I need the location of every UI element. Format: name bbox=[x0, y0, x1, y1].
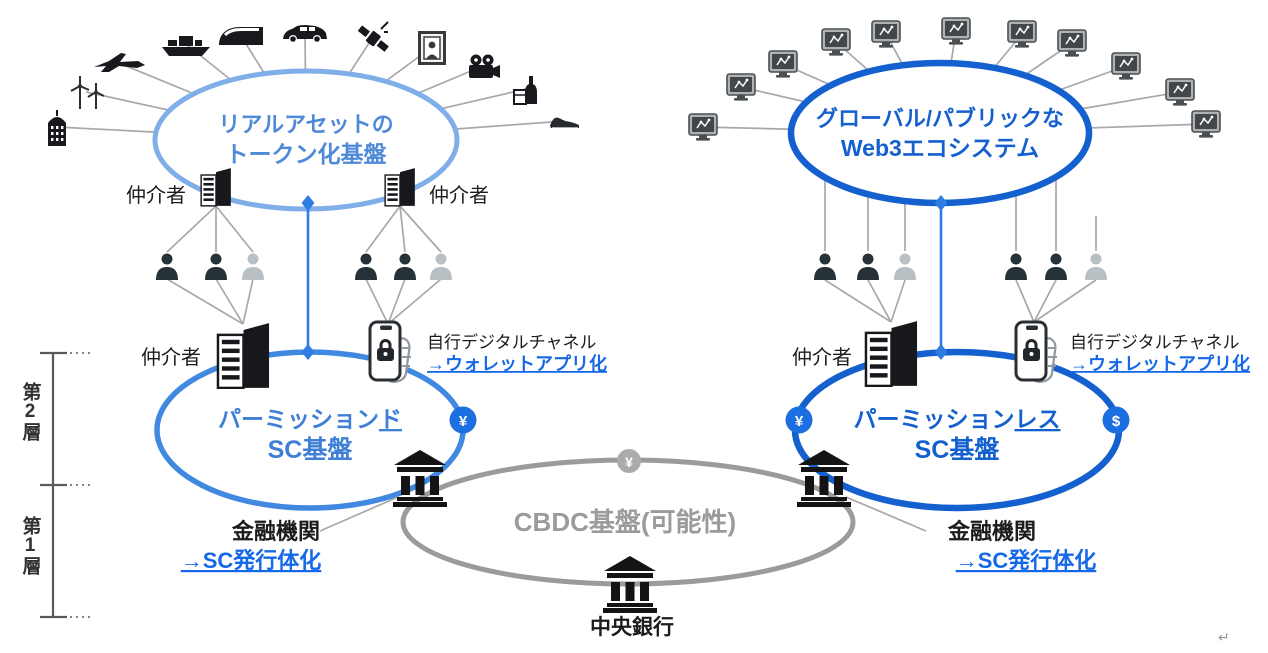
movie-camera-icon bbox=[469, 54, 500, 78]
permissionless-title-line1: パーミッションレス bbox=[854, 406, 1061, 432]
yen-glyph: ¥ bbox=[625, 454, 633, 470]
satellite-icon bbox=[355, 21, 391, 53]
user-icon bbox=[1085, 253, 1107, 280]
intermediary-label: 仲介者 bbox=[429, 184, 489, 207]
computer-icon bbox=[941, 17, 971, 45]
yen-badge bbox=[785, 406, 813, 434]
cbdc-title: CBDC基盤(可能性) bbox=[514, 507, 736, 537]
user-icon bbox=[394, 253, 416, 280]
computer-icon bbox=[688, 113, 718, 141]
city-building-icon bbox=[48, 110, 66, 146]
computer-icon bbox=[726, 73, 756, 101]
layer-bracket bbox=[40, 351, 92, 619]
intermediary-label: 仲介者 bbox=[126, 184, 186, 207]
user-icon bbox=[355, 253, 377, 280]
real-asset-title-line2: トークン化基盤 bbox=[226, 141, 388, 167]
permissionless-title-line2: SC基盤 bbox=[915, 436, 1001, 464]
financial-institution-lines bbox=[319, 496, 927, 532]
user-icon bbox=[1045, 253, 1067, 280]
smartphone-lock-icon bbox=[368, 320, 413, 384]
layer1-label: 第1層 bbox=[20, 515, 42, 576]
layer2-label: 第2層 bbox=[20, 381, 42, 442]
office-building-icon bbox=[216, 322, 271, 389]
user-icon bbox=[857, 253, 879, 280]
painting-icon bbox=[418, 31, 446, 65]
sneaker-icon bbox=[549, 117, 580, 129]
computer-icon bbox=[768, 50, 798, 78]
user-icon bbox=[430, 253, 452, 280]
tier-connectors bbox=[306, 203, 943, 351]
web3-title-line1: グローバル/パブリックな bbox=[816, 106, 1064, 131]
user-icon bbox=[156, 253, 178, 280]
yen-glyph: ¥ bbox=[459, 413, 468, 430]
intermediary-user-fan-lines bbox=[166, 205, 442, 325]
web3-user-lines bbox=[824, 178, 1097, 323]
digital-channel-label: 自行デジタルチャネル bbox=[1070, 332, 1240, 352]
connector-diamond-nodes bbox=[301, 195, 948, 360]
computer-icon bbox=[1111, 52, 1141, 80]
user-icon bbox=[814, 253, 836, 280]
intermediary-label: 仲介者 bbox=[792, 346, 852, 369]
airplane-icon bbox=[94, 53, 145, 72]
financial-institution-label: 金融機関 bbox=[947, 519, 1036, 544]
computer-icon bbox=[1057, 29, 1087, 57]
cargo-ship-icon bbox=[162, 36, 210, 56]
smartphone-lock-icon bbox=[1014, 320, 1059, 384]
yen-badge bbox=[449, 406, 477, 434]
dollar-badge bbox=[1102, 406, 1130, 434]
computer-icon bbox=[1191, 110, 1221, 138]
user-icon bbox=[894, 253, 916, 280]
permissioned-title-line1: パーミッションド bbox=[218, 406, 402, 432]
central-bank-label: 中央銀行 bbox=[590, 615, 674, 639]
sc-issuance-label: →SC発行体化 bbox=[956, 548, 1097, 573]
wallet-app-label: →ウォレットアプリ化 bbox=[1070, 353, 1250, 374]
financial-institution-label: 金融機関 bbox=[231, 519, 320, 544]
permissioned-title-line2: SC基盤 bbox=[268, 436, 354, 464]
office-building-icon bbox=[864, 320, 919, 387]
yen-glyph: ¥ bbox=[795, 413, 804, 430]
dollar-glyph: $ bbox=[1112, 413, 1121, 430]
web3-title-line2: Web3エコシステム bbox=[841, 135, 1039, 161]
user-icon bbox=[242, 253, 264, 280]
yen-badge-gray bbox=[617, 449, 641, 473]
computer-icon bbox=[871, 20, 901, 48]
wallet-app-label: →ウォレットアプリ化 bbox=[427, 353, 607, 374]
return-mark: ↵ bbox=[1218, 629, 1230, 645]
digital-channel-label: 自行デジタルチャネル bbox=[427, 332, 597, 352]
web3-ellipse bbox=[787, 59, 1093, 207]
sc-issuance-label: →SC発行体化 bbox=[181, 548, 322, 573]
user-icon bbox=[205, 253, 227, 280]
computer-icon bbox=[1007, 20, 1037, 48]
currency-badges: ¥ ¥ $ ¥ bbox=[449, 406, 1130, 473]
real-asset-title-line1: リアルアセットの bbox=[218, 112, 393, 137]
intermediary-label: 仲介者 bbox=[141, 346, 201, 369]
user-icons bbox=[156, 253, 1107, 280]
user-icon bbox=[1005, 253, 1027, 280]
train-icon bbox=[218, 25, 264, 47]
wine-icon bbox=[513, 75, 538, 105]
computer-icon bbox=[1165, 78, 1195, 106]
